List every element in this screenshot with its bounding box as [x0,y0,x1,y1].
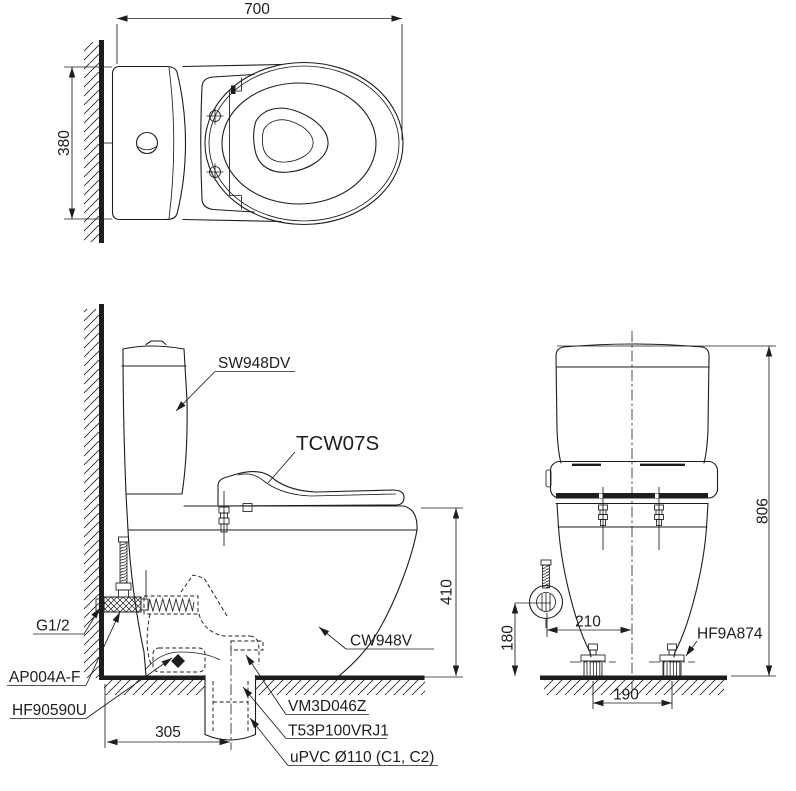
wall-hatching [84,42,99,242]
wall-hatching [84,309,99,678]
cistern-side [121,340,188,495]
dim-380: 380 [56,66,112,220]
cistern-label: SW948DV [218,355,291,372]
dim-806: 806 [557,345,776,677]
dim-190: 190 [592,681,673,709]
washlet-plate-top [200,73,255,213]
foot-right [649,643,695,677]
callout-floor-fixing: HF90590U [10,655,174,719]
dim-210: 210 [546,613,631,637]
callout-bowl: CW948V [316,624,434,650]
wall-supply-flange [95,598,105,612]
valve-body [103,596,142,613]
dim-380-text: 380 [56,130,73,156]
supply-riser [119,541,128,584]
washlet-front [545,460,719,505]
floor-line [99,675,206,680]
outlet-socket-label: VM3D046Z [288,698,366,715]
angle-valve-label: AP004A-F [9,669,81,686]
wall-section [99,40,104,243]
floor-fixing-label: HF90590U [12,702,87,719]
callout-foot-cap: HF9A874 [683,626,763,658]
floor-line [255,675,425,680]
mounting-bolts-front [598,487,664,550]
angle-valve-front [528,559,564,628]
washlet-side [217,471,405,546]
seat-fixing-bolt [218,506,230,533]
top-view: 700 380 [56,1,404,243]
seat-lid-top [182,61,404,226]
angle-valve-side [95,536,149,613]
dim-410: 410 [421,507,463,676]
floor-hatching [255,680,425,695]
cistern-front [555,343,710,464]
dim-180: 180 [500,602,551,676]
dim-180-text: 180 [500,625,517,651]
floor-fixing-plate [152,647,206,673]
callout-washlet: TCW07S [267,432,379,484]
fixing-bolt [171,654,185,668]
callout-cistern: SW948DV [173,355,295,414]
dim-210-text: 210 [575,614,601,631]
trapway-hidden [143,574,264,673]
bowl-label: CW948V [350,633,413,650]
callout-outlet-joint: T53P100VRJ1 [240,684,389,740]
side-view: SW948DV TCW07S CW948V G1/2 AP004A-F [7,304,463,766]
dim-190-text: 190 [613,687,639,704]
callout-drain-pipe: uPVC Ø110 (C1, C2) [247,715,438,766]
bowl-front [556,502,709,658]
dim-806-text: 806 [755,498,772,524]
hinge-bolt-mark [206,163,224,181]
floor-hatching [544,680,724,695]
foot-left [570,643,616,677]
callout-angle-valve: AP004A-F [7,610,123,686]
front-view: HF9A874 806 180 210 [500,331,776,709]
dim-305-text: 305 [155,724,181,741]
callout-supply-thread: G1/2 [33,606,103,635]
dim-305: 305 [104,684,230,748]
foot-cap-label: HF9A874 [697,626,763,643]
dim-410-text: 410 [439,579,456,605]
flush-button [135,131,159,155]
cistern-top [111,65,187,221]
drain-pipe-label: uPVC Ø110 (C1, C2) [290,749,434,766]
callout-outlet-socket: VM3D046Z [243,653,369,715]
floor-line [540,675,727,680]
supply-thread-label: G1/2 [36,618,70,635]
dim-700: 700 [116,1,403,140]
floor-hatching [104,680,205,695]
dim-700-text: 700 [244,1,270,18]
washlet-label: TCW07S [296,432,379,455]
side-tab [545,469,552,488]
wall-section [99,304,104,680]
outlet-joint-label: T53P100VRJ1 [288,723,389,740]
